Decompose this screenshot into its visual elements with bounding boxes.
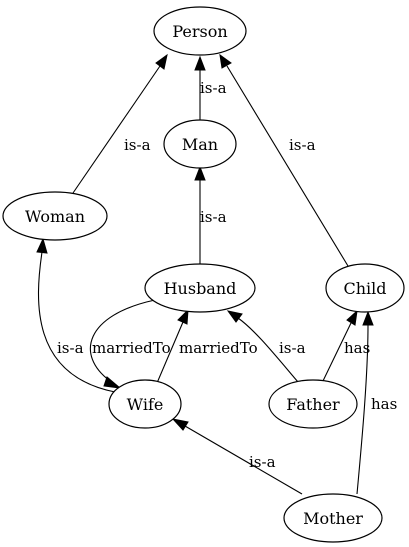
edge-label-child-person: is-a [289, 136, 316, 154]
edge-label-father-child: has [344, 339, 370, 357]
node-child[interactable]: Child [325, 263, 405, 313]
node-mother[interactable]: Mother [283, 493, 383, 543]
node-label-father: Father [286, 395, 340, 414]
edge-husband-man [194, 165, 206, 268]
node-label-woman: Woman [25, 207, 85, 226]
node-man[interactable]: Man [163, 119, 237, 169]
edge-husband-wife [89, 299, 156, 389]
node-father[interactable]: Father [268, 379, 358, 429]
edge-label-father-husband: is-a [279, 339, 306, 357]
edge-label-man-person: is-a [200, 79, 227, 97]
node-wife[interactable]: Wife [108, 379, 182, 429]
node-label-child: Child [343, 279, 386, 298]
edge-label-husband-wife: marriedTo [92, 339, 171, 357]
edge-child-person [219, 53, 349, 267]
node-woman[interactable]: Woman [2, 191, 108, 241]
edge-wife-husband [156, 308, 189, 384]
edge-label-woman-person: is-a [124, 136, 151, 154]
node-husband[interactable]: Husband [144, 263, 256, 313]
edge-father-child [321, 309, 358, 384]
edge-label-wife-husband: marriedTo [179, 339, 258, 357]
edge-man-person [194, 55, 206, 121]
node-label-mother: Mother [303, 509, 363, 528]
edge-label-mother-child: has [371, 395, 397, 413]
node-label-wife: Wife [127, 395, 164, 414]
node-label-husband: Husband [164, 279, 237, 298]
edge-label-husband-man: is-a [200, 208, 227, 226]
node-label-man: Man [182, 135, 218, 154]
edge-label-mother-wife: is-a [249, 453, 276, 471]
edge-mother-child [356, 310, 374, 495]
node-person[interactable]: Person [153, 6, 247, 56]
node-label-person: Person [172, 22, 227, 41]
edge-wife-woman [36, 237, 116, 393]
edge-woman-person [72, 53, 168, 194]
edge-mother-wife [171, 418, 303, 495]
edge-father-husband [226, 310, 299, 383]
edge-label-wife-woman: is-a [57, 339, 84, 357]
